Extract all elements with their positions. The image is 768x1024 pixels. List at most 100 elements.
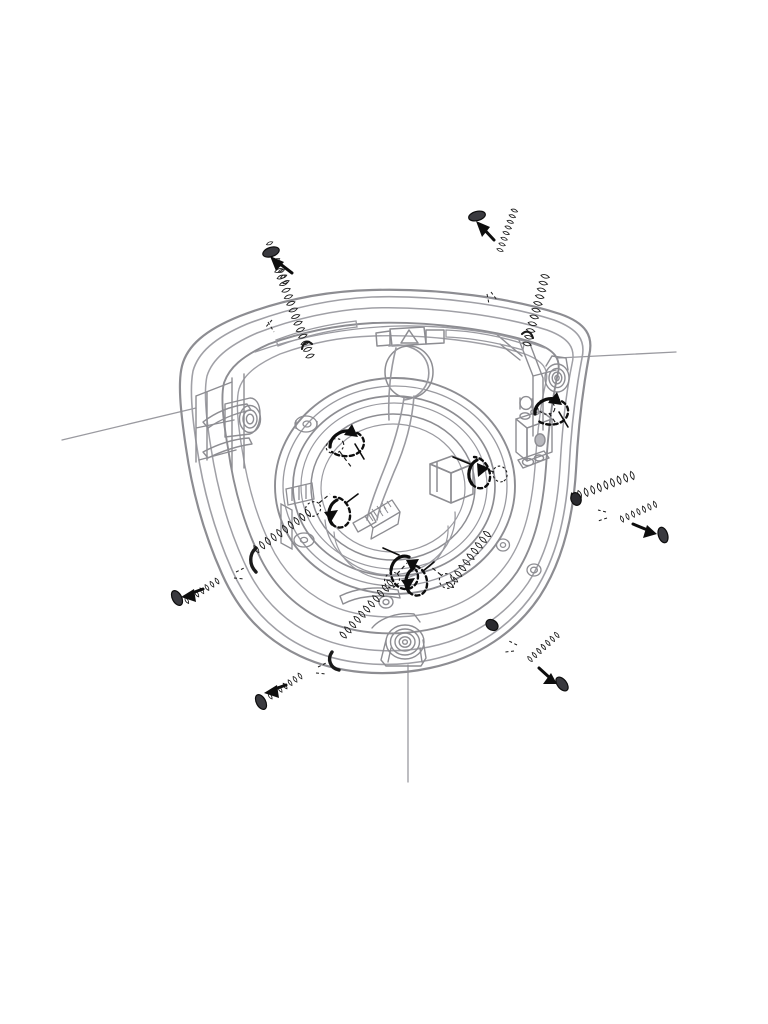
leader-line-left — [61, 407, 197, 441]
rot-4-dashed — [330, 495, 352, 529]
screw-2-arrowhead — [270, 256, 284, 271]
rot-5-arrowhead — [401, 578, 415, 590]
hinge-bridge — [339, 587, 401, 605]
latch-bracket-face — [526, 418, 553, 462]
screw-1-head — [325, 438, 345, 454]
inner-circular-recess — [274, 377, 516, 595]
screw-1-tip-hook — [300, 340, 314, 351]
recess-arc-inner-2 — [333, 525, 449, 581]
screw-11-axis — [429, 565, 442, 576]
stud-right-lower — [495, 538, 511, 552]
screw-right-removed — [597, 500, 669, 544]
screw-right-installed — [480, 465, 636, 506]
screw-5-head — [492, 465, 508, 483]
cable-loop-ring — [384, 345, 434, 399]
screw-bottom-left-removed — [254, 661, 329, 710]
screw-4-head-ellipse — [468, 210, 486, 222]
left-rib-structure — [195, 373, 262, 471]
screw-top-right-removed — [468, 207, 519, 305]
screw-10-arrowhead — [264, 685, 279, 698]
screw-7-head — [304, 501, 322, 517]
screw-10-head-ellipse — [254, 694, 268, 710]
screw-8-tail — [233, 566, 247, 580]
screw-8-arrowhead — [181, 589, 196, 602]
hinge-support-arm-2 — [387, 647, 423, 663]
stud-left-upper-body — [295, 420, 318, 429]
right-assembly — [494, 332, 570, 469]
screw-5-tip — [570, 492, 582, 506]
rotation-arrow-symbol-2 — [533, 392, 570, 428]
hinge-ring-4 — [398, 636, 412, 648]
shell-outer-edge — [178, 288, 592, 675]
left-rib-vertical — [231, 373, 245, 471]
screw-6-arrowhead — [643, 525, 657, 538]
rot-2-dashed — [535, 397, 570, 426]
screw-4-tail — [486, 291, 498, 305]
screw-9-axis — [396, 562, 408, 575]
rot-4-solid — [327, 498, 339, 526]
rot-4-arrowhead — [324, 510, 338, 522]
rot-6-dashed — [389, 568, 420, 591]
screw-bottom-right-removed — [504, 631, 569, 692]
bracket-left-lower — [285, 482, 315, 506]
cable-loop-outer — [388, 344, 430, 401]
latch-bracket-lower-plate — [517, 450, 550, 469]
rot-6-solid — [389, 554, 411, 572]
rot-3-leader — [452, 456, 471, 465]
screw-left-removed — [170, 566, 247, 606]
recess-ring-3 — [292, 395, 496, 577]
rot-3-arrowhead — [477, 463, 489, 477]
hinge-ring-2 — [389, 628, 421, 656]
right-mounting-boss-ring2 — [551, 371, 563, 385]
stud-right-lower-hole — [499, 541, 507, 549]
right-mounting-boss-hole — [554, 374, 560, 382]
screw-12-head-ellipse — [555, 676, 569, 692]
hinge-pad — [371, 612, 421, 629]
right-boss-shoulder — [545, 355, 569, 371]
screw-3-axis — [548, 412, 558, 426]
rim-slot-right — [445, 329, 525, 351]
rotation-arrow-symbol-4 — [324, 493, 359, 529]
screw-11-tip — [485, 618, 499, 632]
leader-line-right — [557, 351, 677, 359]
screw-12-arrowhead — [543, 673, 557, 684]
shell-inner-wall — [221, 321, 560, 635]
cable-strand-a — [366, 397, 405, 521]
hinge-ring-5 — [401, 639, 409, 645]
connector-pins — [368, 500, 392, 522]
rot-3-dashed — [470, 455, 492, 490]
lower-hinge-boss — [339, 587, 427, 667]
shell-outer-edge-2 — [190, 295, 584, 666]
screw-12-tail — [504, 640, 518, 653]
screw-bottom-right-installed — [429, 529, 499, 632]
screw-10-tail — [315, 661, 329, 675]
screw-7-tip-hook — [249, 546, 258, 574]
rot-5-leader — [422, 561, 435, 572]
rot-1-dashed — [330, 429, 366, 458]
bracket-left-lower-slots — [291, 485, 307, 501]
hinge-ring-3 — [394, 632, 416, 652]
rot-1-leader — [354, 443, 365, 460]
screw-2-head-ellipse — [262, 246, 280, 258]
screw-3-tip-hook — [520, 330, 535, 340]
recess-ring-1 — [274, 377, 516, 595]
leader-lines — [61, 351, 677, 783]
rim-inner-ledge — [254, 325, 546, 353]
screw-4-arrowhead — [476, 221, 490, 237]
right-small-cylinder-body — [519, 397, 533, 410]
rotation-arrow-symbol-6 — [382, 547, 420, 591]
screw-8-head-ellipse — [170, 590, 184, 606]
rotation-arrow-symbol-1 — [328, 424, 366, 460]
rot-3-solid — [467, 458, 479, 486]
connector-shell — [370, 511, 401, 540]
stud-left-lower — [293, 532, 315, 548]
screw-9-tip-hook — [327, 650, 341, 672]
interior-studs — [280, 415, 542, 577]
latch-bracket-hole — [534, 433, 546, 447]
cable-strand-c — [387, 347, 397, 421]
rim-channel — [254, 320, 546, 353]
right-mounting-boss-ring — [548, 367, 566, 389]
hinge-small-stud-hole — [382, 598, 390, 606]
